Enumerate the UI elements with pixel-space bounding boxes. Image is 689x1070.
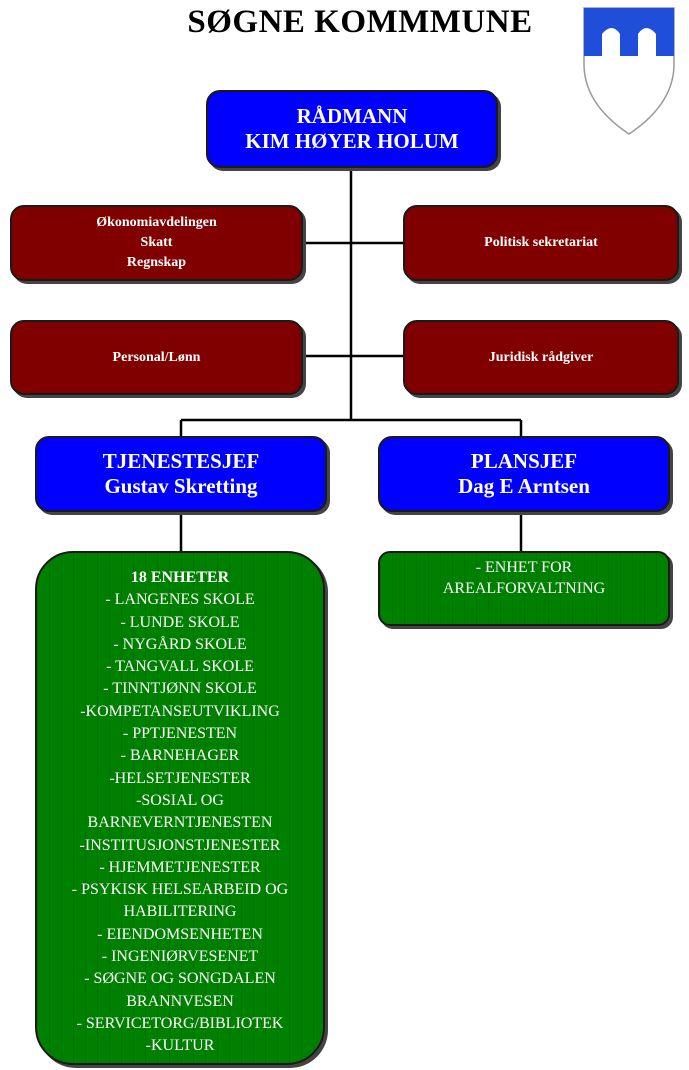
tjenestesjef-box: TJENESTESJEF Gustav Skretting <box>35 436 327 512</box>
radmann-name: KIM HØYER HOLUM <box>245 129 459 153</box>
unit-line: - TANGVALL SKOLE <box>106 658 254 676</box>
plan-unit-line: - ENHET FOR <box>475 559 573 576</box>
unit-line: - SERVICETORG/BIBLIOTEK <box>76 1014 284 1032</box>
unit-line: -HELSETJENESTER <box>109 769 251 787</box>
plansjef-role: PLANSJEF <box>470 449 578 473</box>
unit-line: - SØGNE OG SONGDALEN <box>84 970 276 988</box>
unit-line: -KOMPETANSEUTVIKLING <box>80 702 280 720</box>
tjenestesjef-role: TJENESTESJEF <box>102 449 260 473</box>
plansjef-box: PLANSJEF Dag E Arntsen <box>378 436 670 512</box>
plansjef-name: Dag E Arntsen <box>458 474 590 498</box>
unit-line: - LANGENES SKOLE <box>105 591 255 609</box>
units-heading: 18 ENHETER <box>130 569 230 586</box>
juridisk-box: Juridisk rådgiver <box>403 320 679 395</box>
personal-box: Personal/Lønn <box>10 320 303 395</box>
plan-units-box: - ENHET FOR AREALFORVALTNING <box>378 551 670 626</box>
unit-line: - PSYKISK HELSEARBEID OG <box>71 881 289 899</box>
unit-line: - LUNDE SKOLE <box>120 613 240 631</box>
okonomi-line: Regnskap <box>126 255 187 270</box>
unit-line: - PPTJENESTEN <box>122 725 238 743</box>
unit-line: -SOSIAL OG <box>136 791 224 809</box>
unit-line: -INSTITUSJONSTJENESTER <box>79 836 281 854</box>
municipal-crest-icon <box>583 7 675 135</box>
tjeneste-units-box: 18 ENHETER - LANGENES SKOLE - LUNDE SKOL… <box>35 551 325 1065</box>
unit-line: BARNEVERNTJENESTEN <box>87 814 273 832</box>
unit-line: HABILITERING <box>123 903 237 921</box>
unit-line: - BARNEHAGER <box>120 747 240 765</box>
okonomi-line: Økonomiavdelingen <box>96 215 217 230</box>
unit-line: -KULTUR <box>145 1037 215 1055</box>
page-title: SØGNE KOMMMUNE <box>187 4 533 40</box>
unit-line: - HJEMMETJENESTER <box>99 858 261 876</box>
personal-label: Personal/Lønn <box>112 349 201 365</box>
unit-line: - EIENDOMSENHETEN <box>97 925 263 943</box>
unit-line: BRANNVESEN <box>126 992 234 1010</box>
radmann-role: RÅDMANN <box>296 104 408 128</box>
okonomi-line: Skatt <box>140 235 173 250</box>
radmann-box: RÅDMANN KIM HØYER HOLUM <box>206 90 498 168</box>
unit-line: - TINNTJØNN SKOLE <box>103 680 257 698</box>
juridisk-label: Juridisk rådgiver <box>488 349 594 365</box>
unit-line: - NYGÅRD SKOLE <box>113 635 247 653</box>
unit-line: - INGENIØRVESENET <box>101 948 259 966</box>
tjenestesjef-name: Gustav Skretting <box>104 474 258 498</box>
politisk-label: Politisk sekretariat <box>484 235 598 250</box>
plan-unit-line: AREALFORVALTNING <box>442 580 606 597</box>
politisk-box: Politisk sekretariat <box>403 205 679 281</box>
okonomi-box: Økonomiavdelingen Skatt Regnskap <box>10 205 303 281</box>
